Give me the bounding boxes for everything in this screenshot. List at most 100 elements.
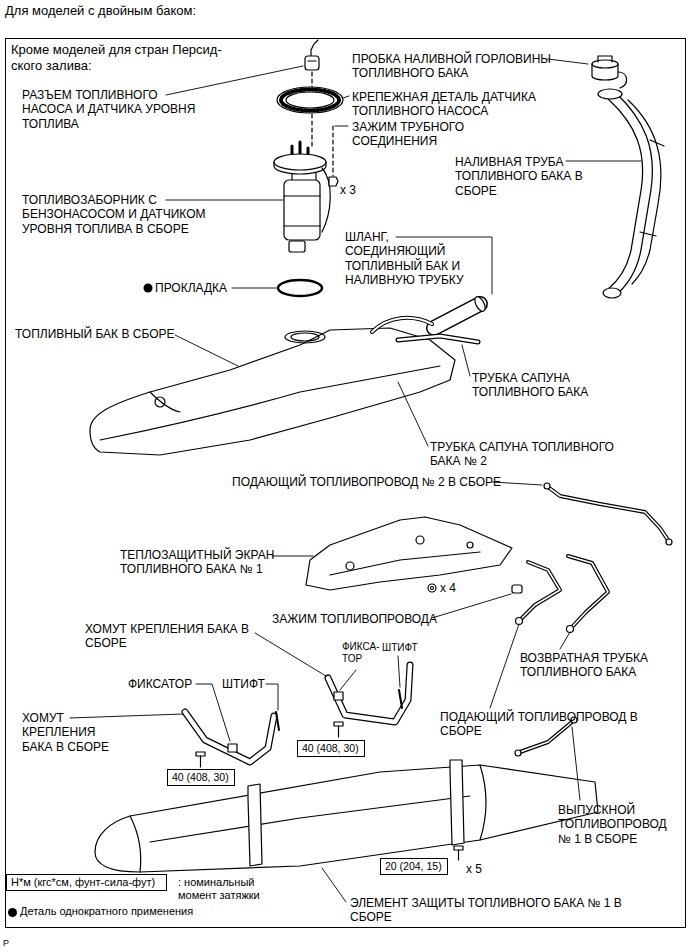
heat-shield-shape bbox=[416, 536, 424, 544]
pump-connector-shape bbox=[311, 40, 318, 58]
lower-fuel-tank-shape bbox=[150, 796, 470, 842]
filler-pipe-shape bbox=[612, 96, 648, 292]
upper-fuel-tank-shape bbox=[291, 333, 319, 341]
pump-retainer-ring-shape bbox=[286, 92, 334, 108]
part-label: ТОПЛИВНЫЙ БАК В СБОРЕ bbox=[15, 327, 175, 341]
gasket bbox=[144, 280, 323, 296]
leader-lines-shape bbox=[232, 288, 276, 289]
fuel-line-2-shape bbox=[548, 487, 668, 540]
leader-lines-shape bbox=[432, 594, 511, 618]
filler-pipe-shape bbox=[598, 89, 622, 99]
node-text: Н*м (кгс*см, фунт-сила-фут) bbox=[11, 876, 161, 889]
frame-heading: Кроме моделей для стран Персид- ского за… bbox=[11, 42, 251, 73]
fuel-pump-assembly-shape bbox=[284, 180, 320, 240]
pipe-joint-clamp-shape bbox=[332, 126, 333, 176]
leader-lines-shape bbox=[560, 632, 570, 649]
tank-band-upper-shape bbox=[328, 665, 410, 722]
leader-lines-shape bbox=[572, 727, 580, 800]
tank-band-left bbox=[185, 712, 279, 767]
filler-cap bbox=[592, 56, 627, 88]
fuel-pump-assembly-shape bbox=[284, 195, 320, 196]
lower-fuel-tank-shape bbox=[130, 816, 141, 872]
breather-tubes-shape bbox=[372, 318, 432, 332]
fuel-lines-shape bbox=[568, 556, 608, 626]
tank-band-upper-shape bbox=[328, 665, 410, 722]
fuel-line-2 bbox=[544, 483, 672, 545]
lower-fuel-tank-shape bbox=[450, 760, 464, 845]
discharge-pipe-shape bbox=[515, 750, 521, 756]
discharge-pipe-shape bbox=[520, 722, 572, 752]
tank-band-left-shape bbox=[276, 712, 279, 730]
part-label: ФИКСАТОР bbox=[128, 677, 192, 691]
node-text: 40 (408, 30) bbox=[302, 742, 360, 755]
upper-fuel-tank-shape bbox=[90, 328, 455, 455]
torque-spec-box: 40 (408, 30) bbox=[297, 740, 365, 757]
fuel-pump-assembly-shape bbox=[274, 154, 326, 170]
leader-lines-shape bbox=[462, 345, 470, 376]
fuel-pump-assembly-shape bbox=[289, 241, 305, 252]
node-text: 20 (204, 15) bbox=[385, 860, 443, 873]
part-label: ПОДАЮЩИЙ ТОПЛИВОПРОВОД № 2 В СБОРЕ bbox=[232, 475, 501, 489]
tank-band-left-shape bbox=[185, 712, 274, 762]
breather-tubes-shape bbox=[398, 336, 478, 342]
leader-lines-shape bbox=[70, 714, 183, 718]
fuel-line-2-shape bbox=[666, 539, 672, 545]
part-label: ТРУБКА САПУНА ТОПЛИВНОГО БАКА bbox=[472, 371, 612, 400]
filler-pipe-shape bbox=[640, 232, 656, 236]
filler-pipe-shape bbox=[603, 288, 621, 298]
tank-band-left-shape bbox=[228, 744, 237, 752]
upper-fuel-tank-shape bbox=[150, 392, 180, 412]
part-label: ШЛАНГ, СОЕДИНЯЮЩИЙ ТОПЛИВНЫЙ БАК И НАЛИВ… bbox=[345, 230, 470, 288]
fuel-lines-shape bbox=[568, 556, 608, 626]
pump-retainer-ring-shape bbox=[281, 90, 339, 111]
part-label: ФИКСА- ТОР bbox=[342, 641, 382, 665]
torque-spec-box: 40 (408, 30) bbox=[167, 769, 235, 786]
leader-lines-shape bbox=[196, 684, 230, 741]
part-label: ТОПЛИВОЗАБОРНИК С БЕНЗОНАСОСОМ И ДАТЧИКО… bbox=[22, 193, 207, 236]
leader-lines-shape bbox=[272, 556, 313, 557]
part-label: КРЕПЕЖНАЯ ДЕТАЛЬ ДАТЧИКА ТОПЛИВНОГО НАСО… bbox=[352, 90, 552, 119]
fuel-lines-shape bbox=[522, 562, 560, 618]
part-label: ВОЗВРАТНАЯ ТРУБКА ТОПЛИВНОГО БАКА bbox=[520, 651, 670, 680]
part-label: РАЗЪЕМ ТОПЛИВНОГО НАСОСА И ДАТЧИКА УРОВН… bbox=[22, 88, 200, 131]
discharge-pipe-shape bbox=[520, 722, 572, 752]
leader-lines-shape bbox=[398, 382, 428, 446]
fuel-lines-shape bbox=[522, 562, 560, 618]
heat-shield-shape bbox=[467, 542, 473, 548]
breather-tubes-shape bbox=[372, 318, 432, 332]
node-text: 40 (408, 30) bbox=[172, 771, 230, 784]
leader-lines-shape bbox=[175, 335, 238, 366]
pump-connector bbox=[305, 40, 319, 70]
leader-lines-shape bbox=[166, 200, 283, 201]
leader-lines bbox=[70, 59, 641, 902]
filler-pipe-shape bbox=[650, 140, 664, 146]
pipe-joint-clamp bbox=[329, 126, 338, 186]
fuel-pump-assembly-shape bbox=[274, 162, 326, 174]
drawing bbox=[70, 40, 672, 902]
part-label: НАЛИВНАЯ ТРУБА ТОПЛИВНОГО БАКА В СБОРЕ bbox=[455, 155, 590, 198]
filler-cap-shape bbox=[618, 72, 627, 88]
leader-lines-shape bbox=[335, 126, 348, 127]
fuel-line-2-shape bbox=[544, 483, 550, 489]
fuel-pump-assembly-shape bbox=[291, 174, 292, 180]
tank-band-upper-shape bbox=[338, 726, 339, 737]
tank-band-upper-shape bbox=[334, 692, 343, 700]
legend-swatch bbox=[8, 908, 17, 917]
filler-cap-shape bbox=[598, 56, 612, 62]
part-label: ШТИФТ bbox=[382, 642, 418, 654]
fuel-lines-shape bbox=[512, 585, 522, 593]
filler-pipe bbox=[598, 89, 664, 298]
part-label: ЗАЖИМ ТРУБНОГО СОЕДИНЕНИЯ bbox=[352, 120, 482, 149]
lower-fuel-tank bbox=[95, 760, 598, 872]
leader-lines-shape bbox=[322, 868, 346, 902]
fuel-lines-shape bbox=[516, 618, 523, 625]
upper-fuel-tank bbox=[90, 328, 455, 455]
fuel-lines-shape bbox=[567, 626, 574, 633]
lower-fuel-tank-shape bbox=[95, 765, 598, 872]
filler-hose bbox=[434, 295, 487, 328]
diagram-title: Для моделей с двойным баком: bbox=[5, 3, 196, 19]
fuel-line-2-shape bbox=[548, 487, 668, 540]
leader-lines-shape bbox=[255, 633, 326, 676]
pump-connector-shape bbox=[308, 60, 316, 61]
